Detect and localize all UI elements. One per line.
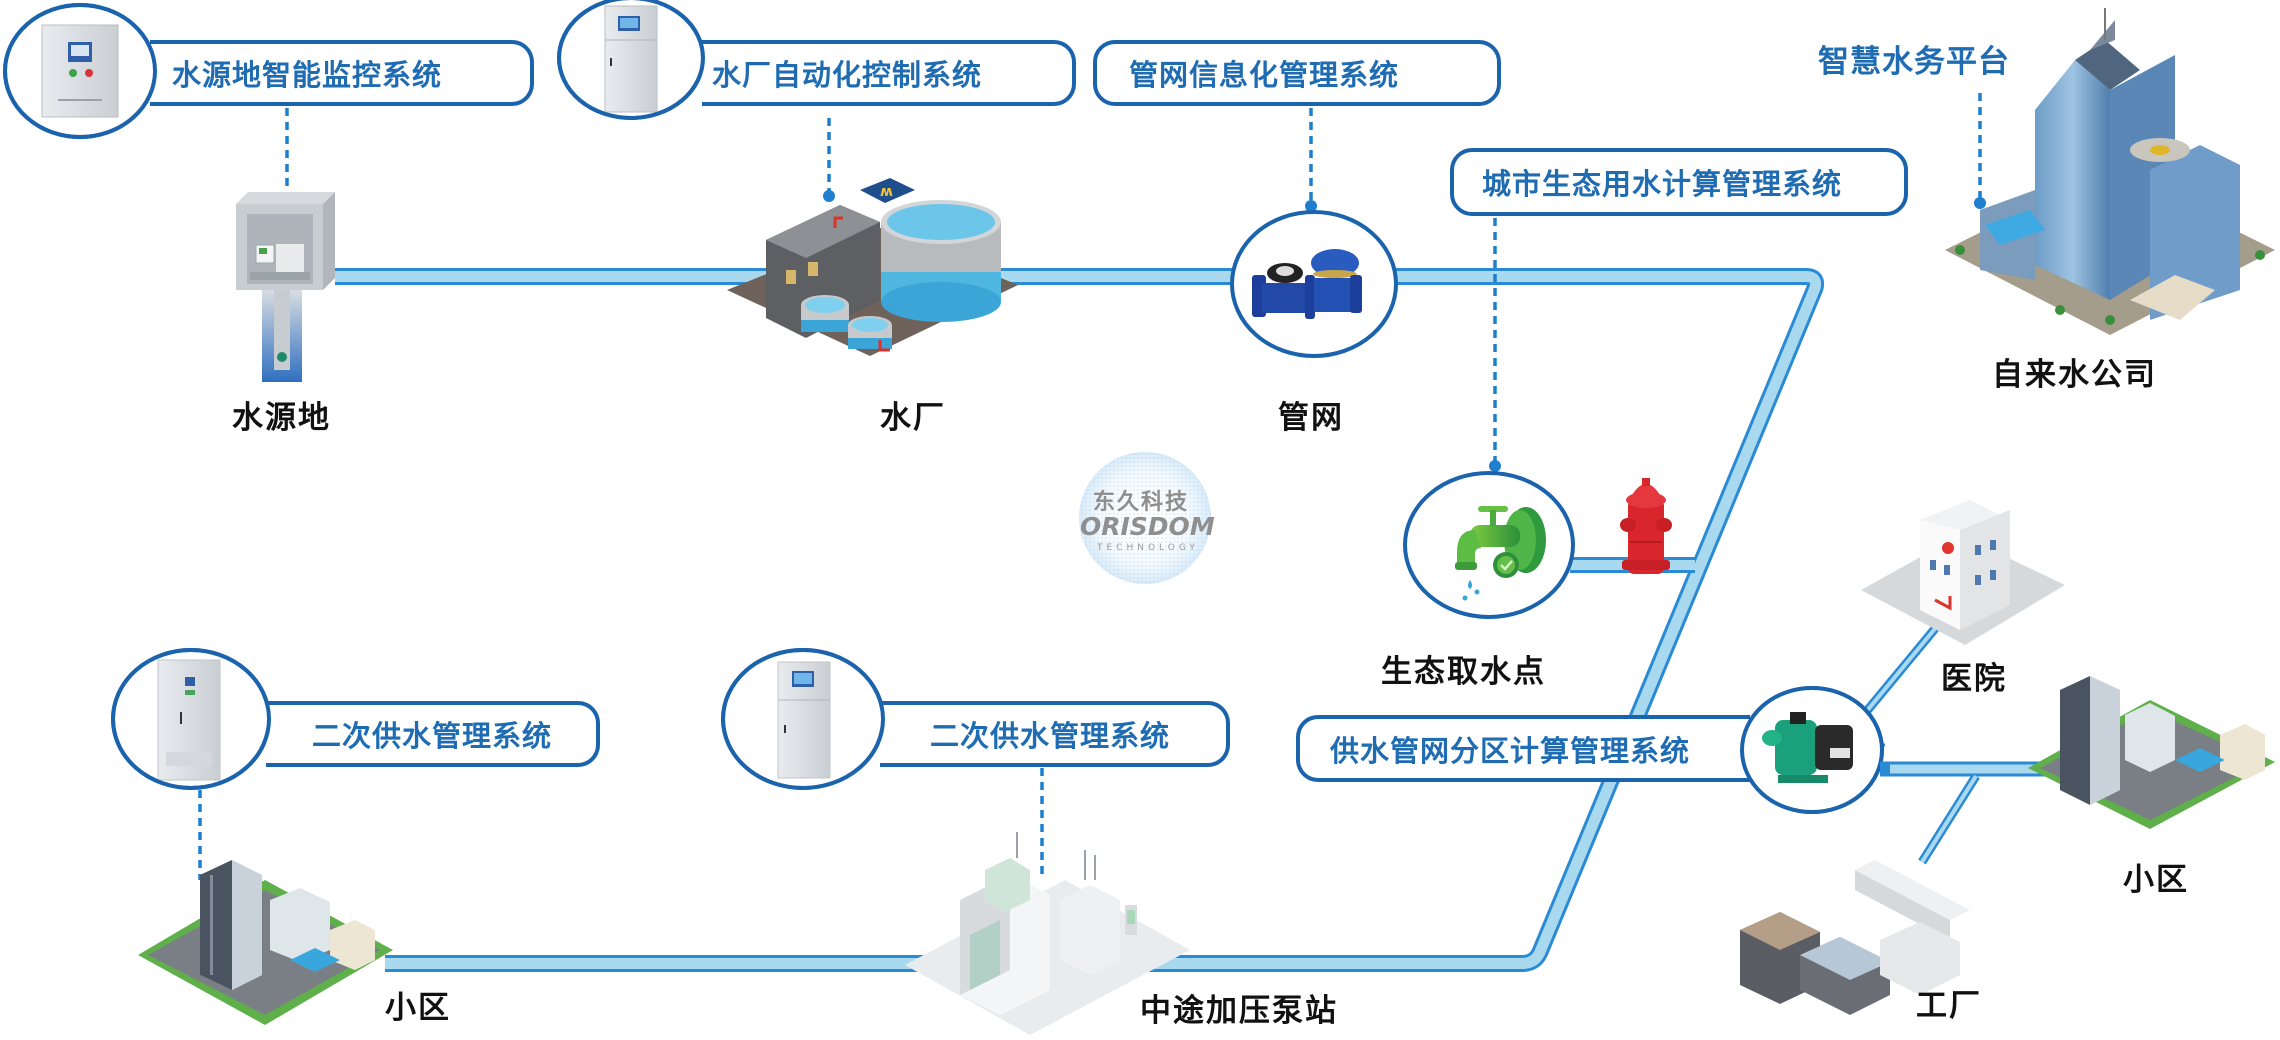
watermark-sub: TECHNOLOGY [1097,543,1199,553]
residential-community-icon [138,860,393,1025]
label-pipe-network-info: 管网信息化管理系统 [1093,40,1501,106]
label-text: 供水管网分区计算管理系统 [1330,733,1691,768]
main-pipeline [335,268,1825,972]
label-text: 水源地智能监控系统 [172,58,443,92]
eco-faucet-icon [1403,471,1575,619]
node-label-water-company: 自来水公司 [1992,357,2157,393]
connector-dots [278,190,1986,472]
dot-pipe-network [1305,200,1317,212]
label-zone-metering: 供水管网分区计算管理系统 [1296,715,1750,782]
label-water-source-monitor: 水源地智能监控系统 [150,40,534,106]
watermark-logo [1079,452,1211,584]
booster-pump-icon [1740,686,1884,814]
dot-water-plant [823,190,835,202]
node-label-community-right: 小区 [2123,862,2189,898]
node-label-factory: 工厂 [1916,988,1982,1024]
node-label-water-plant: 水厂 [880,400,946,436]
node-label-eco-intake: 生态取水点 [1381,654,1546,690]
label-text: 二次供水管理系统 [930,719,1171,753]
node-label-pipe-network: 管网 [1278,400,1344,436]
dot-eco-intake [1489,460,1501,472]
label-plant-automation: 水厂自动化控制系统 [702,40,1076,106]
dot-platform [1974,197,1986,209]
label-secondary-supply-left: 二次供水管理系统 [266,701,600,767]
label-text: 城市生态用水计算管理系统 [1482,167,1843,201]
label-text: 管网信息化管理系统 [1129,58,1400,92]
factory-icon [1740,860,1970,1015]
label-urban-eco-water: 城市生态用水计算管理系统 [1450,148,1908,216]
label-secondary-supply-mid: 二次供水管理系统 [880,701,1230,767]
power-cabinet-icon [111,648,271,790]
node-label-hospital: 医院 [1941,661,2007,697]
watermark-en: ORISDOM [1080,512,1215,541]
fire-hydrant-icon [1620,478,1672,574]
well-pump-icon [236,192,335,382]
label-text: 二次供水管理系统 [312,719,553,753]
node-label-booster-station: 中途加压泵站 [1140,993,1338,1029]
svg-text:ʍ: ʍ [880,184,893,200]
office-tower-icon [1945,8,2275,335]
water-plant-icon: ʍ [727,178,1018,356]
control-cabinet-icon [3,3,157,139]
label-text: 水厂自动化控制系统 [712,58,983,92]
node-label-community-left: 小区 [385,990,451,1026]
hospital-building-icon [1861,500,2065,645]
residential-community-icon [2028,676,2275,829]
dashed-connectors [198,93,1982,880]
analyzer-cabinet-icon [557,0,705,120]
booster-station-icon [905,832,1190,1035]
watermark-cn: 东久科技 [1093,490,1190,515]
node-label-water-source: 水源地 [232,400,331,436]
analyzer-cabinet-icon [721,648,885,790]
platform-label: 智慧水务平台 [1818,44,2010,80]
water-meter-icon [1230,210,1398,358]
